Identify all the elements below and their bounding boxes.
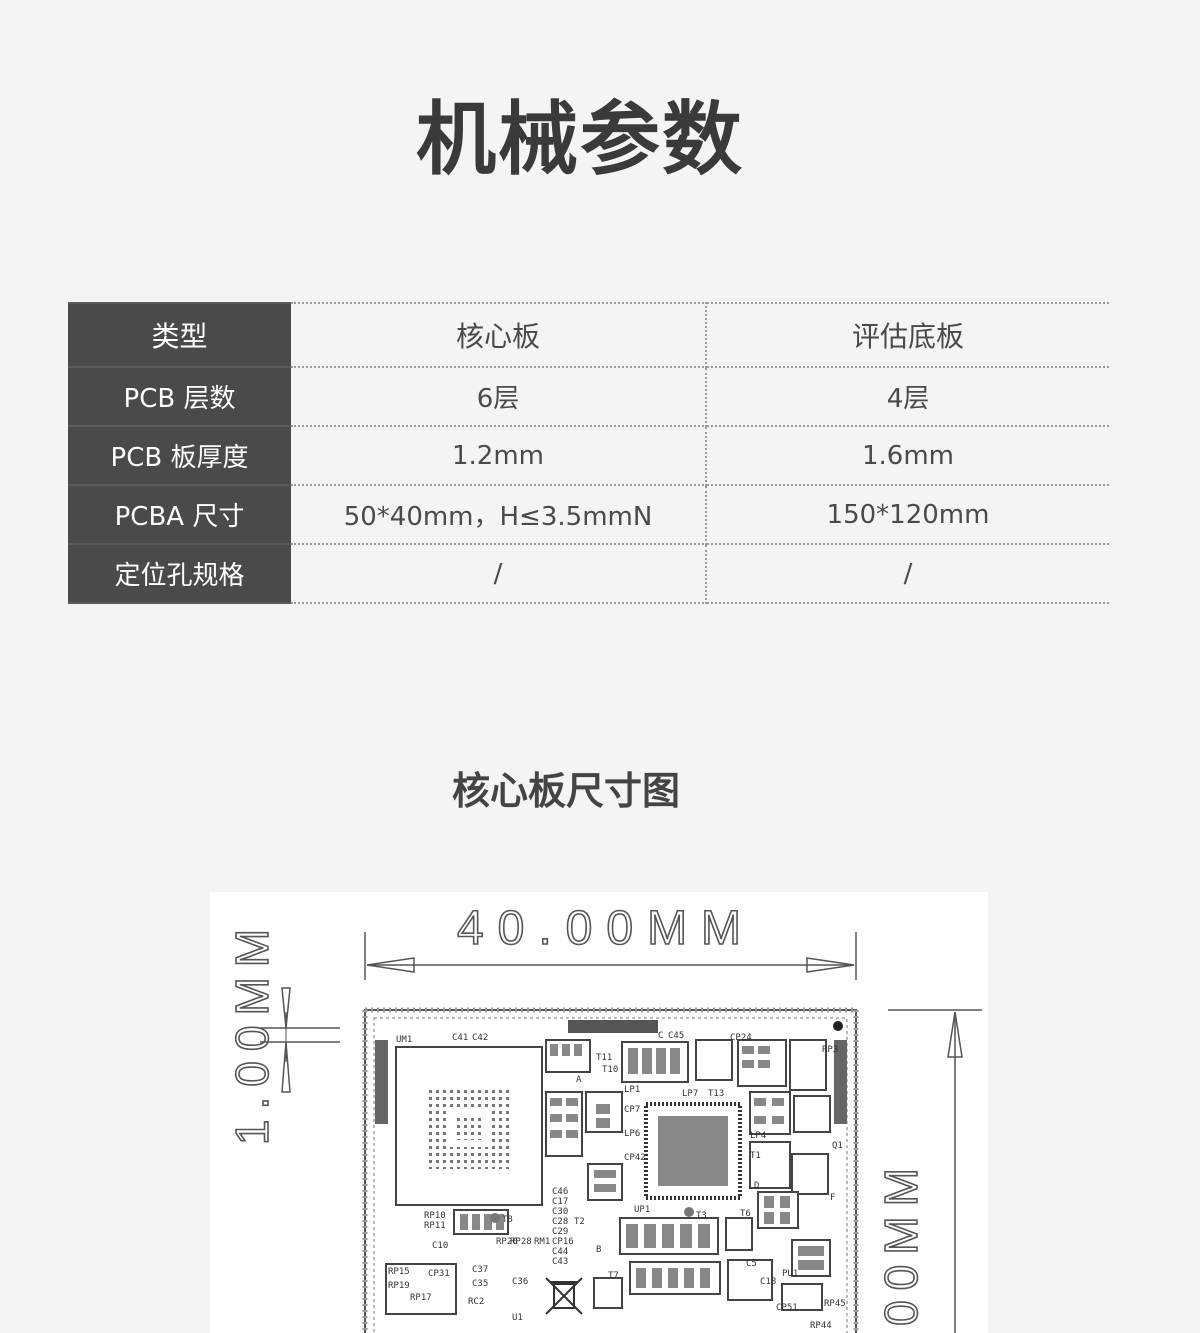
label-c37: C37 [472,1265,488,1275]
label-rm1: RM1 [534,1237,550,1247]
label-um1: UM1 [396,1035,412,1045]
label-c44: C44 [552,1247,568,1257]
label-t10: T10 [602,1065,618,1075]
label-rp17: RP17 [410,1293,432,1303]
label-d: D [754,1181,759,1191]
label-t7: T7 [608,1271,619,1281]
recycle-bin-icon [545,1277,583,1315]
row-label: PCB 层数 [68,366,291,427]
table-header-row: 类型 核心板 评估底板 [68,302,1109,368]
drawing-title: 核心板尺寸图 [451,769,680,813]
label-c10: C10 [432,1241,448,1251]
label-rp10: RP10 [424,1211,446,1221]
label-t13: T13 [708,1089,724,1099]
label-rp20: RP20 [496,1237,518,1247]
row-label: 类型 [68,302,291,368]
eval-value: / [706,543,1109,604]
width-dimension: 40.00MM [364,901,857,980]
label-cp31: CP31 [428,1269,450,1279]
label-a: A [576,1075,582,1085]
label-c36: C36 [512,1277,528,1287]
table-row: PCBA 尺寸 50*40mm，H≤3.5mmN 150*120mm [68,484,1109,545]
label-c28: C28 [552,1217,568,1227]
label-b: B [596,1245,601,1255]
label-lp4: LP4 [750,1131,766,1141]
width-dimension-label: 40.00MM [457,902,755,955]
eval-value: 1.6mm [706,425,1109,486]
label-rp45: RP45 [824,1299,846,1309]
pcb-board: UM1 C41 C42 C45 T10 T11 A C LP7 T13 LP4 … [362,1007,859,1333]
label-t11: T11 [596,1053,612,1063]
eval-value: 150*120mm [706,484,1109,545]
table-row: PCB 层数 6层 4层 [68,366,1109,427]
label-f: F [830,1193,835,1203]
label-c: C [658,1031,663,1041]
label-lp1: LP1 [624,1085,640,1095]
label-cp16: CP16 [552,1237,574,1247]
eval-value: 4层 [706,366,1109,427]
label-c17: C17 [552,1197,568,1207]
spec-table: 类型 核心板 评估底板 PCB 层数 6层 4层 PCB 板厚度 1.2mm 1… [68,302,1109,604]
label-pu1: PU1 [782,1269,798,1279]
label-t2: T2 [574,1217,585,1227]
label-rp28: RP28 [510,1237,532,1247]
label-cp51: CP51 [776,1303,798,1313]
page-title: 机械参数 [416,93,744,186]
label-t3: T3 [696,1211,707,1221]
core-value: / [291,543,707,604]
pcb-drawing-svg: 40.00MM 1.00MM 00MM [225,901,982,1333]
core-value: 1.2mm [291,425,707,486]
label-c42: C42 [472,1033,488,1043]
label-lp7: LP7 [682,1089,698,1099]
silkscreen-labels: UM1 C41 C42 C45 T10 T11 A C LP7 T13 LP4 … [388,1031,846,1331]
thickness-dimension: 1.00MM [225,918,340,1146]
label-rp15: RP15 [388,1267,410,1277]
label-c45: C45 [668,1031,684,1041]
label-c5: C5 [746,1259,757,1269]
label-up1: UP1 [634,1205,650,1215]
label-c41: C41 [452,1033,468,1043]
label-c29: C29 [552,1227,568,1237]
label-rc2: RC2 [468,1297,484,1307]
column-core-board: 核心板 [291,302,707,368]
label-t6: T6 [740,1209,751,1219]
label-rp11: RP11 [424,1221,446,1231]
label-t1: T1 [750,1151,761,1161]
column-eval-board: 评估底板 [706,302,1109,368]
label-cp24: CP24 [730,1033,752,1043]
core-board-drawing: 40.00MM 1.00MM 00MM [210,892,988,1333]
core-value: 6层 [291,366,707,427]
height-dimension: 00MM [874,1009,982,1333]
thickness-dimension-label: 1.00MM [226,919,278,1145]
label-t8: T8 [502,1215,513,1225]
row-label: PCBA 尺寸 [68,484,291,545]
label-c18: C18 [760,1277,776,1287]
label-cp42: CP42 [624,1153,646,1163]
table-row: PCB 板厚度 1.2mm 1.6mm [68,425,1109,486]
label-lp6: LP6 [624,1129,640,1139]
label-rp44: RP44 [810,1321,832,1331]
label-rp3: RP3 [822,1045,838,1055]
label-u1: U1 [512,1313,523,1323]
height-dimension-label: 00MM [875,1158,927,1326]
label-c46: C46 [552,1187,568,1197]
label-cp7: CP7 [624,1105,640,1115]
row-label: 定位孔规格 [68,543,291,604]
label-c43: C43 [552,1257,568,1267]
label-rp19: RP19 [388,1281,410,1291]
row-label: PCB 板厚度 [68,425,291,486]
label-c35: C35 [472,1279,488,1289]
core-value: 50*40mm，H≤3.5mmN [291,484,707,545]
label-c30: C30 [552,1207,568,1217]
label-q1: Q1 [832,1141,843,1151]
table-row: 定位孔规格 / / [68,543,1109,604]
